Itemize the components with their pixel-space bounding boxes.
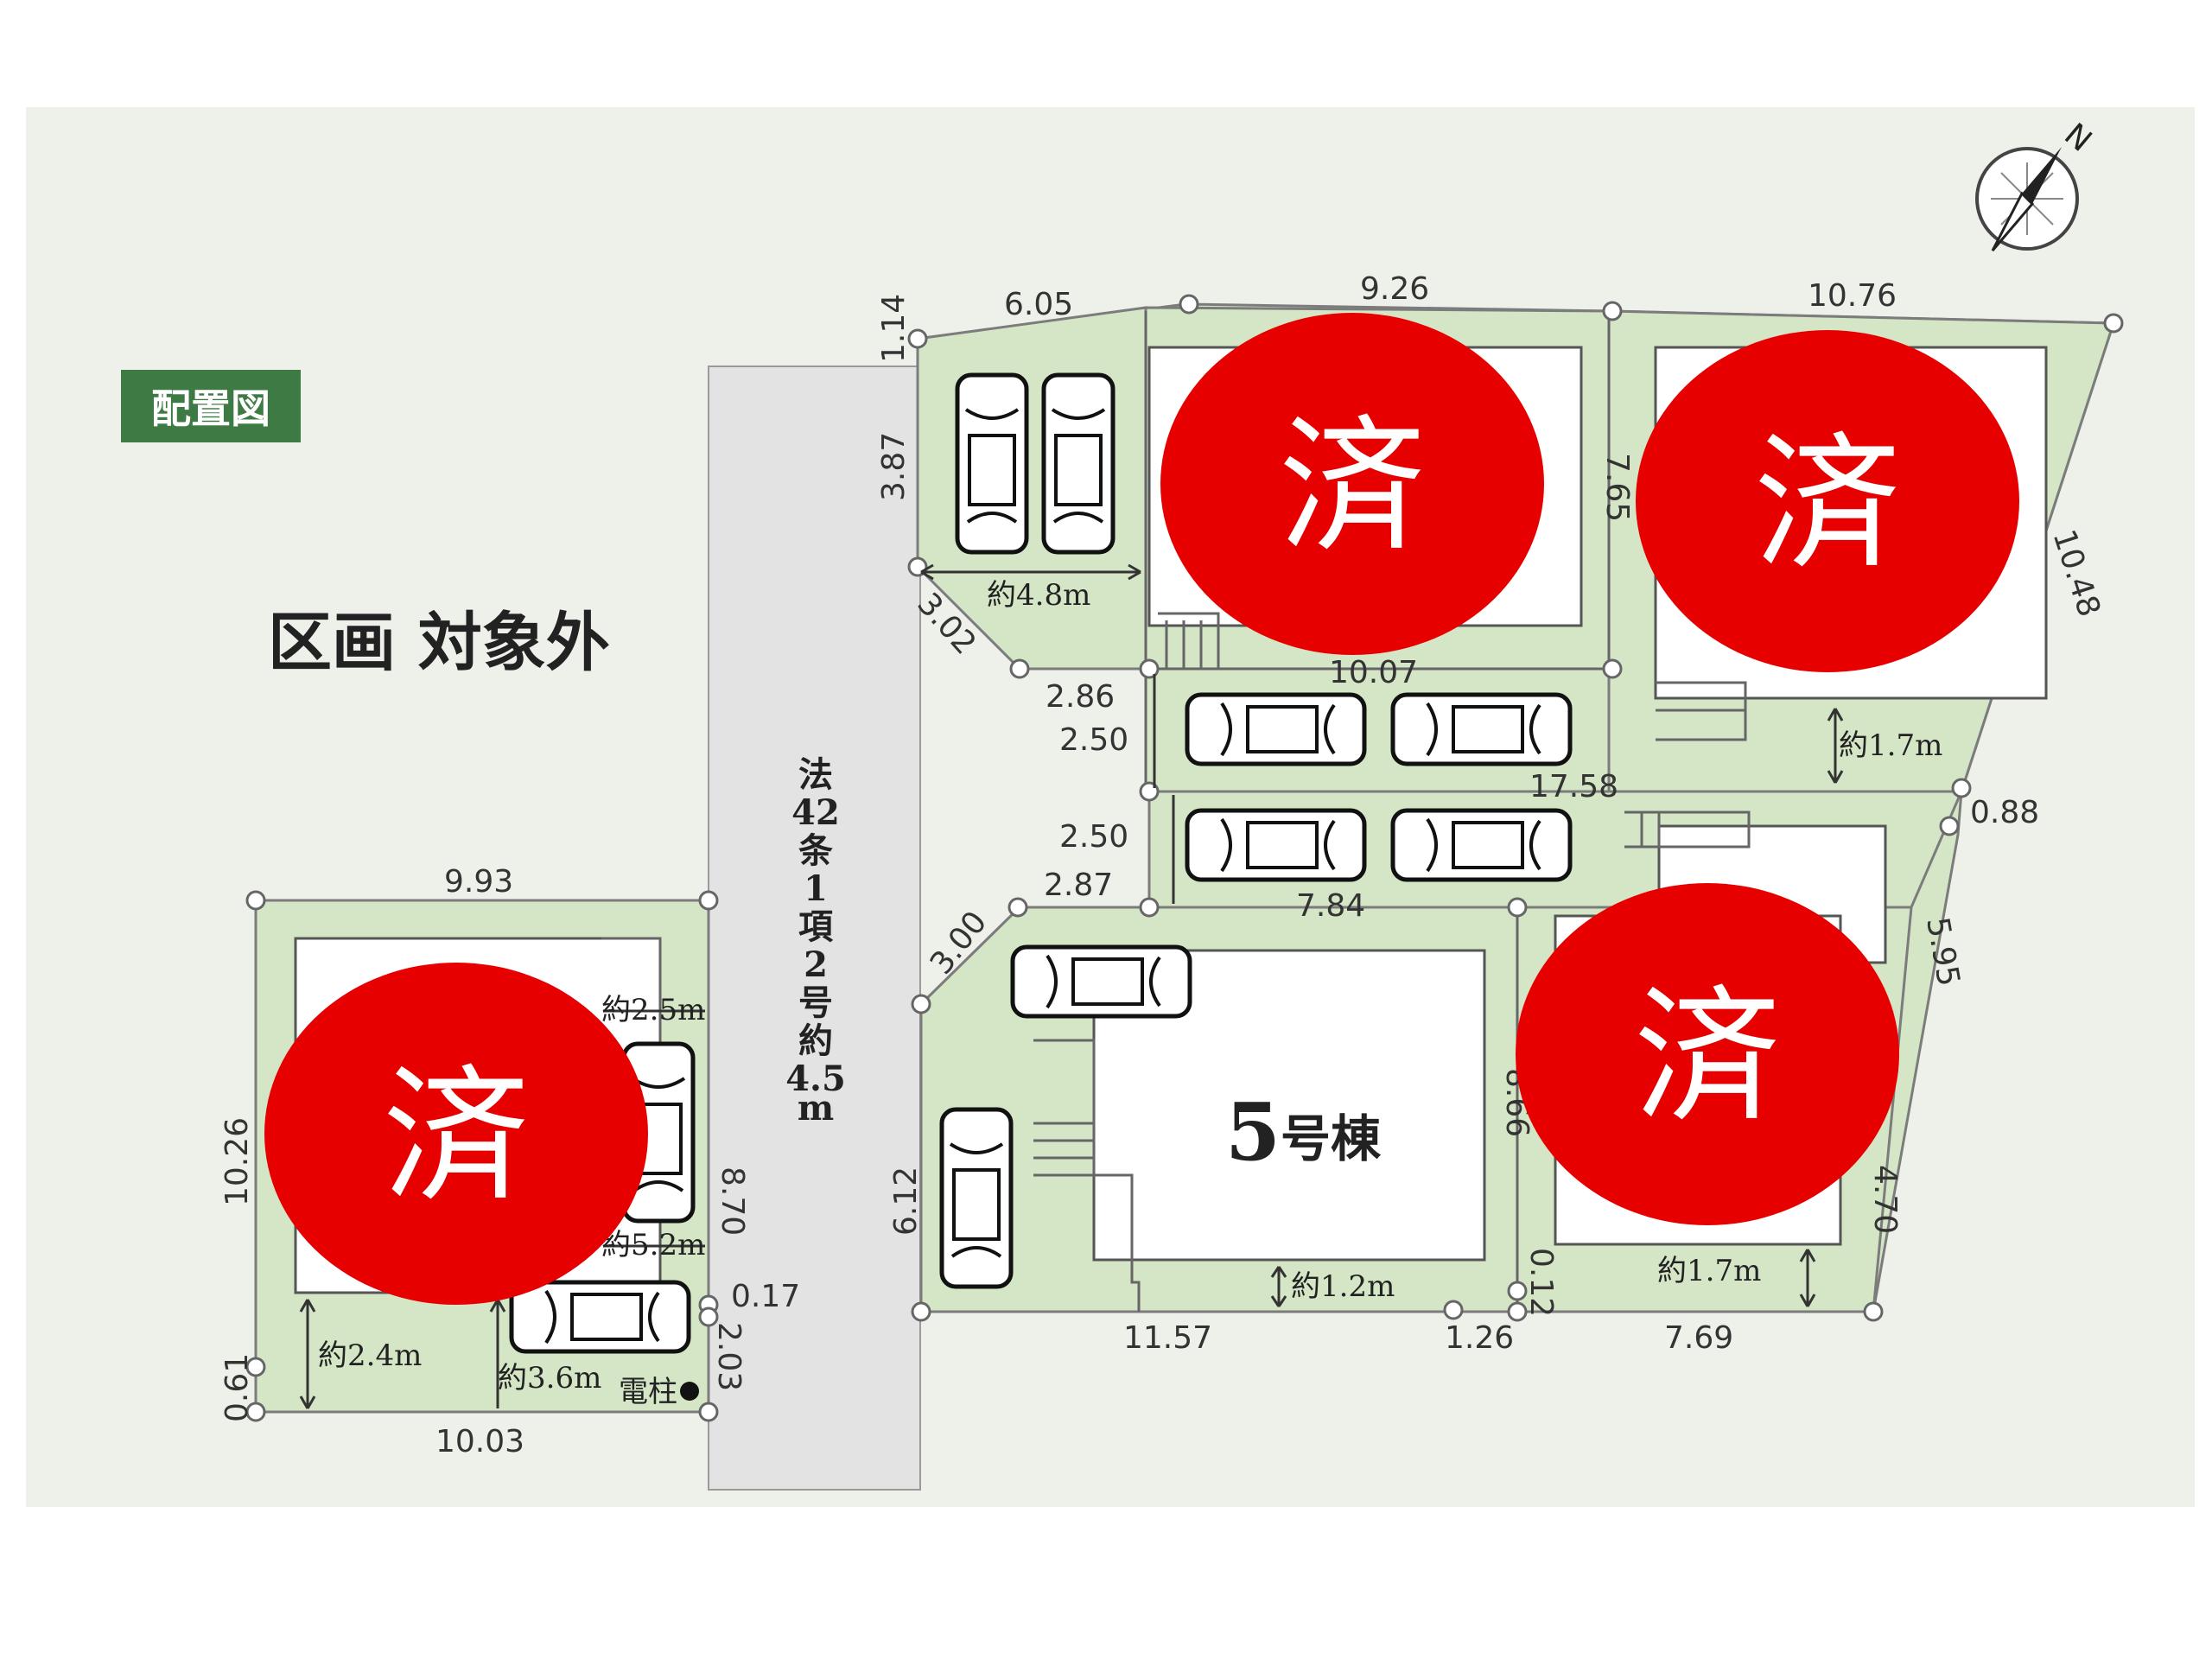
dim-lot1-r3: 2.03 xyxy=(711,1322,747,1391)
arrow-parking-top xyxy=(920,563,1141,581)
arrow-gap-right xyxy=(1827,708,1844,784)
label-gap-right: 約1.7m xyxy=(1839,728,1942,763)
label-lot1-b: 約5.2m xyxy=(601,1228,705,1262)
dim-right-c: 0.88 xyxy=(1970,795,2039,830)
dim-mid-b: 2.50 xyxy=(1059,722,1128,758)
steps-5 xyxy=(1033,1039,1096,1177)
dim-lot1-left: 10.26 xyxy=(219,1117,255,1206)
sold-text-1: 済 xyxy=(1279,402,1426,573)
sold-mark-4: 済 xyxy=(264,963,648,1305)
label-parking-top: 約4.8m xyxy=(987,578,1090,613)
road-label-7: 約 xyxy=(798,1020,833,1061)
label-gap-bottom-right: 約1.7m xyxy=(1657,1254,1761,1288)
boundaries xyxy=(1144,311,1611,1312)
dim-mid-g: 7.84 xyxy=(1296,888,1365,924)
label-pole: 電柱 xyxy=(619,1375,677,1409)
car-lot5-v xyxy=(942,1109,1011,1287)
dim-left-top: 1.14 xyxy=(876,294,912,363)
label-gap-bottom-mid: 約1.2m xyxy=(1291,1269,1395,1304)
road-label-9: m xyxy=(798,1088,834,1128)
compass-icon: N xyxy=(1975,117,2098,251)
dim-top-a: 6.05 xyxy=(1004,287,1073,322)
arrow-parking-rows xyxy=(1153,674,1175,904)
arrow-gap-bottom-right xyxy=(1799,1249,1816,1307)
dim-lot1-corner: 0.61 xyxy=(219,1353,255,1422)
car-mid-1 xyxy=(1187,695,1364,764)
sold-text-2: 済 xyxy=(1754,419,1901,590)
road-label-1: 42 xyxy=(791,792,840,833)
dim-lot1-bottom: 10.03 xyxy=(435,1424,524,1459)
car-lot5-h xyxy=(1013,947,1190,1016)
road-label-0: 法 xyxy=(798,754,833,795)
dim-lot1-right: 8.70 xyxy=(715,1167,750,1236)
road-strip xyxy=(708,366,921,1491)
steps-1 xyxy=(1158,612,1220,669)
dim-mid-c: 2.50 xyxy=(1059,819,1128,855)
sold-text-3: 済 xyxy=(1634,972,1781,1143)
car-top-2 xyxy=(1044,375,1113,552)
dim-lot1-top: 9.93 xyxy=(444,864,513,900)
dim-top-b: 9.26 xyxy=(1360,271,1429,307)
dim-right-b: 10.48 xyxy=(2045,525,2107,621)
dim-right-f: 0.12 xyxy=(1523,1248,1559,1317)
label-lot1-c: 約2.4m xyxy=(318,1338,422,1373)
building-number: 5 xyxy=(1225,1085,1281,1179)
utility-pole-icon xyxy=(680,1382,699,1401)
road-label-3: 1 xyxy=(804,868,828,909)
dim-mid-d: 2.87 xyxy=(1044,868,1113,903)
label-lot1-a: 約2.5m xyxy=(601,993,705,1027)
layout-badge: 配置図 xyxy=(121,370,301,442)
dim-lot1-r2: 0.17 xyxy=(731,1279,800,1314)
arrow-gap-bottom-mid xyxy=(1270,1266,1287,1307)
road-label: 法 42 条 1 項 2 号 約 4.5 m xyxy=(785,754,846,1128)
compass-label: N xyxy=(2057,117,2098,159)
arrow-lot1-ab xyxy=(603,1009,705,1248)
dim-right-e: 4.70 xyxy=(1867,1165,1903,1234)
dim-left-b: 3.87 xyxy=(876,432,912,501)
road-label-2: 条 xyxy=(798,830,833,871)
steps-3 xyxy=(1624,811,1751,849)
car-mid-2 xyxy=(1393,695,1570,764)
dim-bottom-b: 1.26 xyxy=(1445,1320,1514,1356)
dim-mid-e: 10.07 xyxy=(1329,655,1418,690)
dim-bottom-a: 11.57 xyxy=(1123,1320,1212,1356)
corner-points xyxy=(245,294,2124,1422)
dim-left-c: 6.12 xyxy=(888,1167,924,1236)
car-mid-4 xyxy=(1393,811,1570,880)
road-label-5: 2 xyxy=(804,944,828,985)
sold-mark-2: 済 xyxy=(1636,330,2019,672)
dim-mid-a: 2.86 xyxy=(1046,679,1115,715)
car-mid-3 xyxy=(1187,811,1364,880)
arrow-lot1-c xyxy=(299,1299,316,1409)
sold-text-4: 済 xyxy=(383,1052,530,1223)
label-lot1-d: 約3.6m xyxy=(498,1361,601,1395)
wall-5 xyxy=(1094,1173,1141,1312)
road-label-4: 項 xyxy=(798,906,834,947)
sold-mark-3: 済 xyxy=(1516,883,1899,1225)
road-label-8: 4.5 xyxy=(785,1059,846,1099)
sold-mark-1: 済 xyxy=(1160,313,1544,655)
building-suffix: 号棟 xyxy=(1281,1109,1382,1168)
car-left-h xyxy=(512,1282,689,1351)
car-top-1 xyxy=(957,375,1027,552)
road-label-6: 号 xyxy=(798,982,833,1023)
dim-top-c: 10.76 xyxy=(1808,278,1897,314)
steps-2 xyxy=(1656,681,1747,741)
annotation-labels: 約4.8m 約1.7m 約1.2m 約1.7m 約2.5m 約5.2m 約2.4… xyxy=(318,578,1942,1409)
dim-bottom-c: 7.69 xyxy=(1664,1320,1733,1356)
outside-area-label: 区画 対象外 xyxy=(268,606,610,680)
arrow-lot1-d xyxy=(489,1299,506,1408)
dim-mid-f: 17.58 xyxy=(1529,769,1618,804)
dim-right-a: 7.65 xyxy=(1599,453,1635,522)
